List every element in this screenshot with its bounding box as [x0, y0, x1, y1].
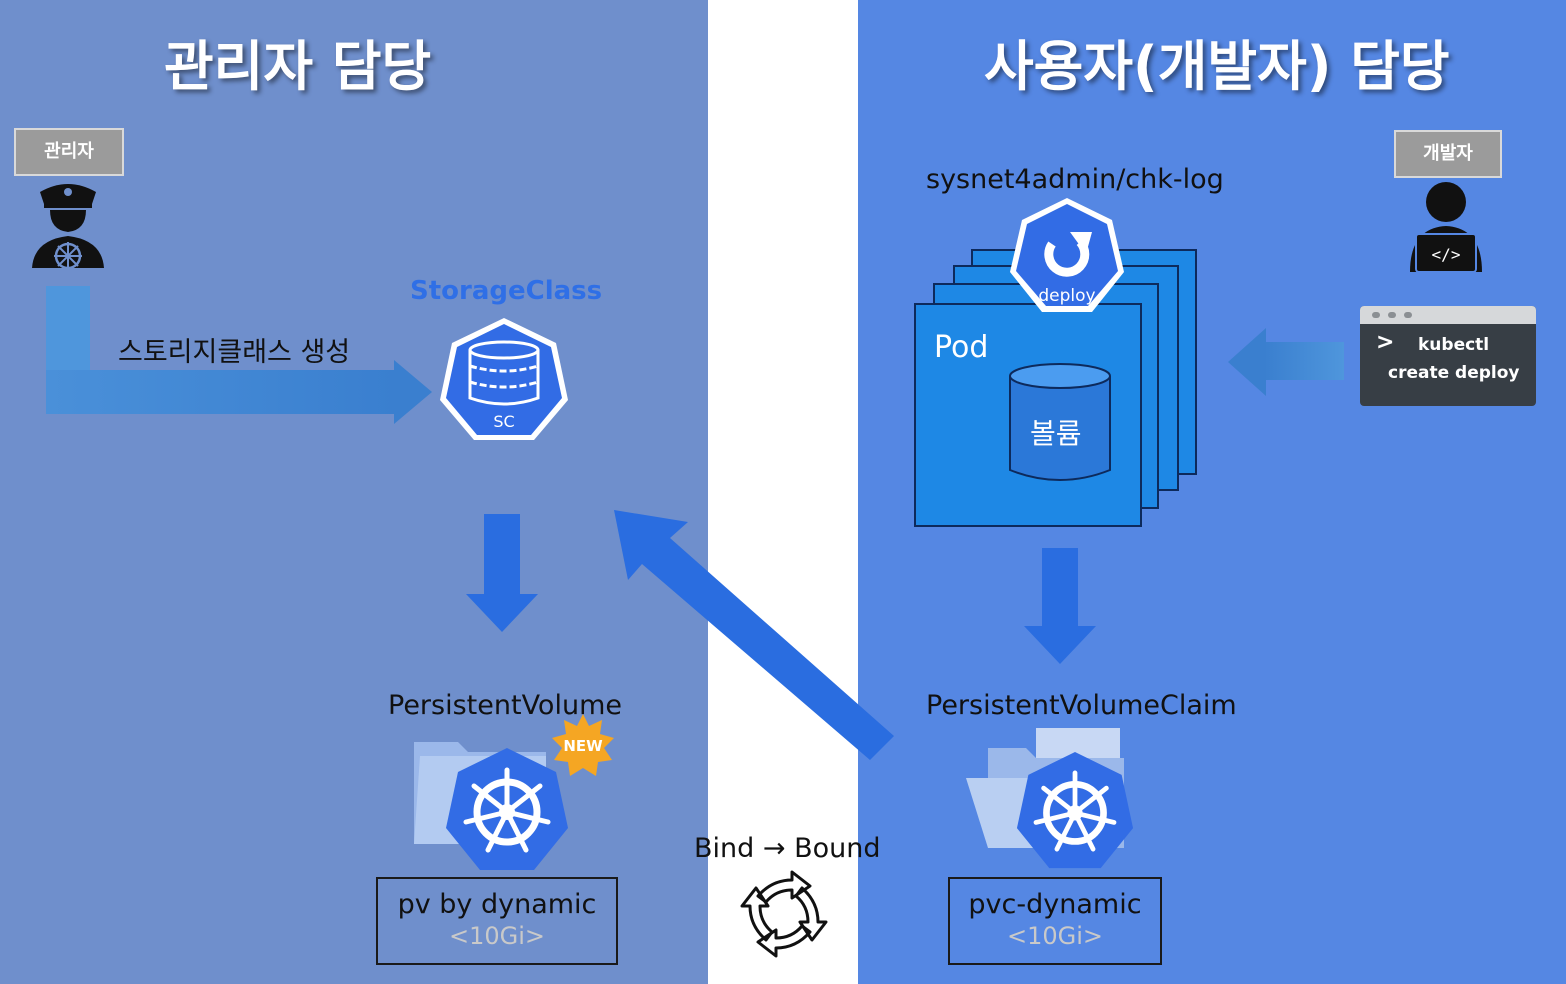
- captain-icon: [32, 184, 104, 270]
- user-title: 사용자(개발자) 담당: [984, 35, 1450, 98]
- create-flow-arrow: [46, 286, 432, 424]
- terminal-icon: > kubectl create deploy: [1360, 306, 1536, 406]
- pvc-to-sc-arrow: [614, 510, 894, 760]
- pvc-box: pvc-dynamic <10Gi>: [948, 877, 1162, 965]
- new-badge-text: NEW: [563, 737, 603, 755]
- new-badge-icon: NEW: [552, 714, 614, 776]
- volume-cylinder-icon: [1009, 363, 1111, 481]
- pv-kubernetes-wheel-icon: [446, 748, 568, 870]
- pvc-size: <10Gi>: [1006, 922, 1104, 950]
- pv-box: pv by dynamic <10Gi>: [376, 877, 618, 965]
- storageclass-icon: SC: [440, 318, 568, 440]
- terminal-to-pod-arrow: [1228, 328, 1344, 396]
- sc-to-pv-arrow: [466, 514, 538, 632]
- admin-role-badge: 관리자: [14, 128, 124, 176]
- image-label: sysnet4admin/chk-log: [926, 164, 1224, 195]
- pv-size: <10Gi>: [448, 922, 546, 950]
- volume-label: 볼륨: [1030, 417, 1082, 450]
- sc-icon-text: SC: [493, 412, 514, 431]
- pvc-name: pvc-dynamic: [968, 889, 1142, 920]
- pvc-kubernetes-wheel-icon: [1016, 752, 1134, 869]
- deploy-icon: deploy: [1010, 198, 1124, 312]
- developer-role-badge: 개발자: [1394, 130, 1502, 178]
- pvc-label: PersistentVolumeClaim: [926, 690, 1237, 721]
- deploy-icon-text: deploy: [1038, 286, 1095, 306]
- pv-name: pv by dynamic: [397, 889, 597, 920]
- refresh-cycle-icon: [740, 870, 828, 958]
- create-storageclass-label: 스토리지클래스 생성: [118, 337, 351, 368]
- developer-icon: </>: [1410, 182, 1482, 273]
- bind-bound-label: Bind → Bound: [694, 833, 881, 864]
- svg-text:</>: </>: [1432, 245, 1461, 264]
- storageclass-title: StorageClass: [410, 276, 603, 306]
- admin-title: 관리자 담당: [164, 35, 432, 98]
- terminal-line-1: kubectl: [1418, 335, 1490, 355]
- pod-to-pvc-arrow: [1024, 548, 1096, 664]
- terminal-line-2: create deploy: [1388, 363, 1520, 383]
- pod-label: Pod: [934, 330, 989, 365]
